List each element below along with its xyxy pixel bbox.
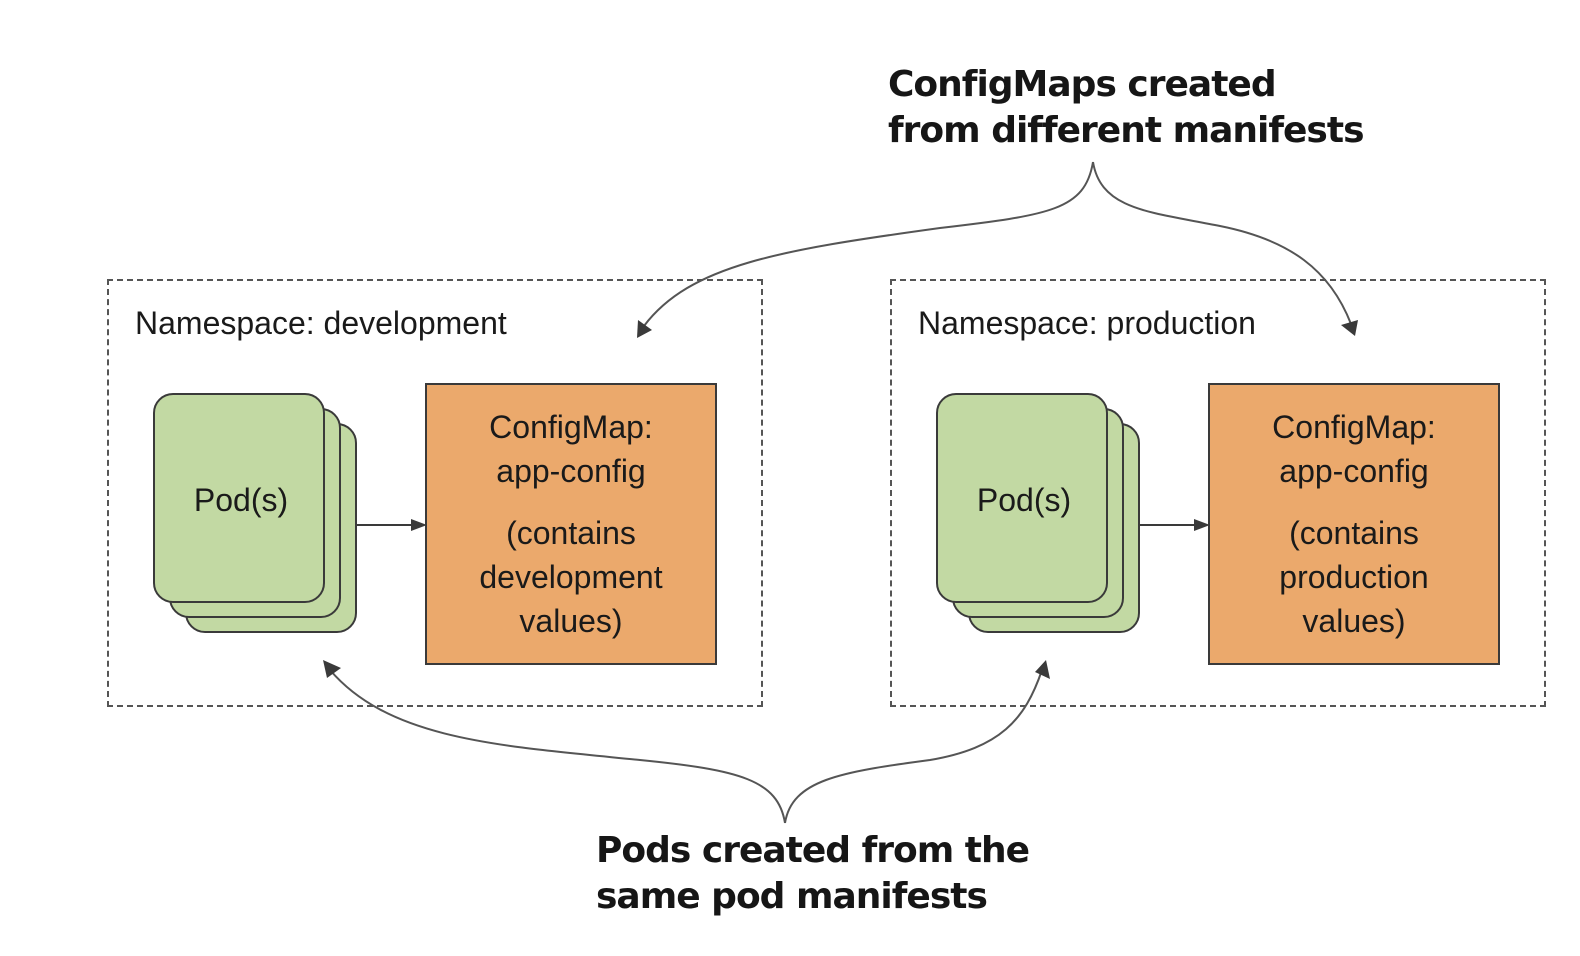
configmap-description-line: (contains [1289,515,1419,551]
namespace-label: Namespace: development [135,305,507,341]
configmap-description-line: production [1279,559,1429,595]
pods-annotation-line-2: same pod manifests [596,876,988,917]
configmap-description: (contains development values) [427,511,715,643]
pod-label: Pod(s) [976,481,1072,518]
configmap-description-line: values) [1302,603,1406,639]
configmap-description: (contains production values) [1210,511,1498,643]
configmap-title: ConfigMap: [489,409,653,445]
configmaps-annotation-line-1: ConfigMaps created [888,64,1277,105]
pod-stack: Pod(s) [153,393,357,635]
pod-card: Pod(s) [936,393,1108,603]
namespace-label: Namespace: production [918,305,1256,341]
configmap-description-line: values) [519,603,623,639]
configmap-title: ConfigMap: [1272,409,1436,445]
configmap-name: app-config [496,453,646,489]
pods-annotation: Pods created from the same pod manifests [596,828,1030,920]
configmaps-annotation-line-2: from different manifests [888,110,1364,151]
namespace-development: Namespace: development Pod(s) ConfigMap:… [107,279,763,707]
configmaps-annotation: ConfigMaps created from different manife… [888,62,1364,154]
pods-annotation-line-1: Pods created from the [596,830,1030,871]
pod-to-configmap-arrow [1138,519,1210,531]
configmap-box: ConfigMap: app-config (contains developm… [425,383,717,665]
configmap-description-line: development [479,559,663,595]
namespace-production: Namespace: production Pod(s) ConfigMap: … [890,279,1546,707]
pod-label: Pod(s) [193,481,289,518]
pod-card: Pod(s) [153,393,325,603]
pod-stack: Pod(s) [936,393,1140,635]
configmap-name: app-config [1279,453,1429,489]
configmap-description-line: (contains [506,515,636,551]
pod-to-configmap-arrow [355,519,427,531]
configmap-box: ConfigMap: app-config (contains producti… [1208,383,1500,665]
